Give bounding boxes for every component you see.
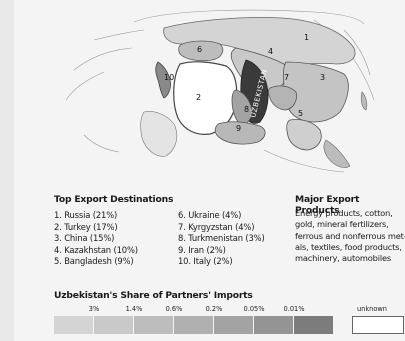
major-products-line-2: gold, mineral fertilizers, — [295, 219, 389, 230]
legend-swatch-2 — [94, 316, 134, 334]
major-products-line-5: machinery, automobiles — [295, 253, 391, 264]
export-destination-6: 6. Ukraine (4%) — [178, 210, 242, 220]
top-exports-right-column: 6. Ukraine (4%) 7. Kyrgyzstan (4%) 8. Tu… — [178, 210, 265, 268]
major-products-line-3: ferrous and nonferrous met- — [295, 230, 405, 241]
region-africa — [140, 111, 178, 157]
legend-swatch-6 — [254, 316, 294, 334]
partner-number-4: 4 — [268, 47, 273, 56]
legend-threshold-5: 0.05% — [243, 305, 265, 313]
export-destination-2: 2. Turkey (17%) — [54, 221, 118, 232]
legend-swatch-1 — [54, 316, 94, 334]
legend-swatches — [54, 316, 334, 334]
partner-number-1: 1 — [304, 33, 309, 42]
legend-threshold-3: 0.6% — [165, 305, 183, 313]
region-bangladesh — [286, 119, 322, 151]
export-destination-5: 5. Bangladesh (9%) — [54, 256, 134, 267]
region-italy — [155, 61, 171, 99]
legend-swatch-unknown — [352, 316, 404, 334]
export-destination-1: 1. Russia (21%) — [54, 210, 118, 220]
legend-swatch-4 — [174, 316, 214, 334]
legend-threshold-6: 0.01% — [283, 305, 305, 313]
legend-swatch-3 — [134, 316, 174, 334]
legend-swatch-7 — [294, 316, 334, 334]
major-products-title: Major Export Products — [295, 194, 360, 216]
partner-number-5: 5 — [298, 109, 303, 118]
region-kyrgyzstan — [268, 85, 297, 111]
export-map: UZBEKISTAN 1 2 3 4 5 6 7 8 9 10 — [65, 9, 375, 173]
region-japan — [360, 91, 368, 111]
legend-swatch-5 — [214, 316, 254, 334]
top-exports-left-column: 1. Russia (21%) 2. Turkey (17%) 3. China… — [54, 210, 138, 268]
legend-unknown-label: unknown — [357, 305, 387, 313]
region-iran — [214, 121, 266, 145]
partner-numbers: 1 2 3 4 5 6 7 8 9 10 — [164, 33, 325, 133]
major-products-line-1: Energy products, cotton, — [295, 208, 393, 218]
major-products-line-4: als, textiles, food products, — [295, 241, 402, 252]
partner-number-2: 2 — [196, 93, 201, 102]
partner-number-3: 3 — [320, 73, 325, 82]
legend-threshold-4: 0.2% — [205, 305, 223, 313]
top-exports-title: Top Export Destinations — [54, 194, 174, 205]
export-destination-8: 8. Turkmenistan (3%) — [178, 233, 265, 244]
export-destination-3: 3. China (15%) — [54, 233, 115, 244]
legend-title: Uzbekistan's Share of Partners' Imports — [54, 290, 253, 301]
partner-number-7: 7 — [284, 73, 289, 82]
partner-number-10: 10 — [164, 73, 174, 82]
export-destination-10: 10. Italy (2%) — [178, 256, 233, 267]
export-destination-9: 9. Iran (2%) — [178, 244, 226, 255]
partner-number-8: 8 — [244, 105, 249, 114]
export-destination-4: 4. Kazakhstan (10%) — [54, 244, 138, 255]
partner-number-9: 9 — [236, 124, 241, 133]
region-southeast-asia — [323, 139, 351, 168]
legend-threshold-2: 1.4% — [125, 305, 143, 313]
region-ukraine — [178, 40, 224, 62]
major-products-text: Energy products, cotton, gold, mineral f… — [295, 208, 405, 264]
legend-threshold-1: 3% — [88, 305, 100, 313]
partner-number-6: 6 — [197, 45, 202, 54]
export-destination-7: 7. Kyrgyzstan (4%) — [178, 221, 255, 232]
